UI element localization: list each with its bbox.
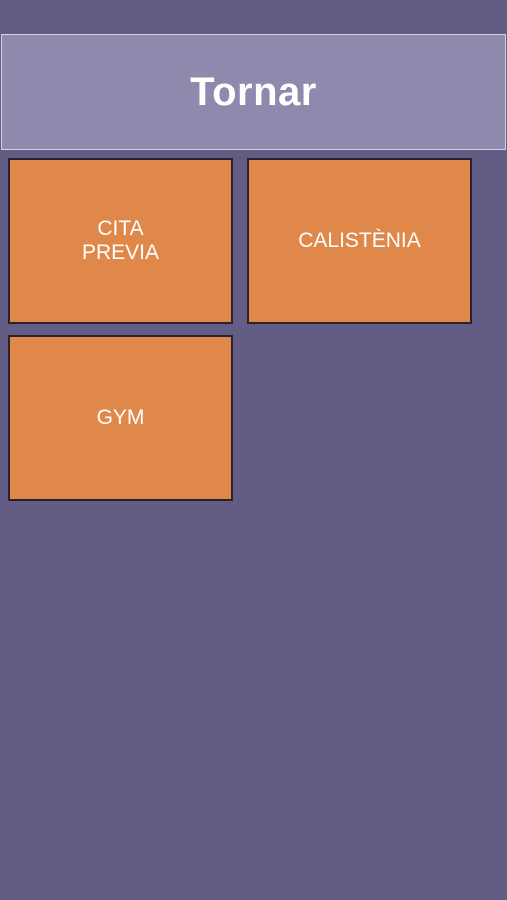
tile-cita-previa-label: CITA PREVIA xyxy=(81,217,160,264)
tile-calistenia-label: CALISTÈNIA xyxy=(298,229,421,252)
back-button-label: Tornar xyxy=(190,69,317,114)
tile-cita-previa[interactable]: CITA PREVIA xyxy=(8,158,233,324)
tile-gym-label: GYM xyxy=(96,406,145,429)
back-button[interactable]: Tornar xyxy=(1,34,506,150)
tile-calistenia[interactable]: CALISTÈNIA xyxy=(247,158,472,324)
tile-gym[interactable]: GYM xyxy=(8,335,233,501)
status-bar xyxy=(0,0,507,34)
